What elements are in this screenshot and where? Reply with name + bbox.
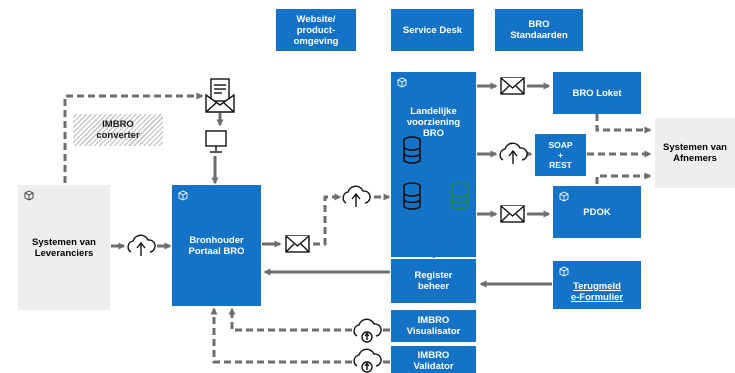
visualisator-to-bronhouder-connector [232,309,390,332]
standaarden-box: BRO Standaarden [495,9,583,51]
imbro-validator-box: IMBRO Validator [391,346,476,373]
terugmeld-box: Terugmeld e-Formulier [553,261,641,309]
cloud-upload-icon [353,348,382,373]
landelijke-box: Landelijke voorziening BRO [391,72,476,257]
afnemers-box: Systemen van Afnemers [655,118,735,188]
imbro-converter-box: IMBRO converter [73,114,163,146]
mail-icon [500,205,525,223]
imbro-visualisator-box: IMBRO Visualisator [391,310,476,342]
database-icon [403,182,421,210]
website-box: Website/ product- omgeving [276,9,356,51]
mail-to-cloud-connector [313,193,342,246]
cube-icon [559,191,569,202]
validator-to-bronhouder-connector [214,309,390,364]
cube-icon [397,77,407,88]
bronhouder-label: Bronhouder Portaal BRO [188,234,245,257]
cube-icon [559,266,569,277]
pdok-to-afnemers-connector [595,172,652,184]
loket-to-afnemers-connector [595,114,652,134]
landelijke-label: Landelijke voorziening BRO [406,106,461,139]
database-icon [403,136,421,164]
terugmeld-link[interactable]: Terugmeld e-Formulier [570,281,624,303]
cube-icon [24,190,34,201]
pdok-box: PDOK [553,186,641,238]
leveranciers-to-converter-connector [63,92,204,183]
leveranciers-label: Systemen van Leveranciers [32,236,96,259]
pdok-label: PDOK [583,206,611,218]
cube-icon [178,190,188,201]
cloud-upload-icon [342,185,371,207]
mail-icon [285,235,310,253]
document-mail-icon [205,78,235,113]
cloud-upload-icon [499,142,528,164]
cloud-upload-icon [127,234,156,256]
leveranciers-box: Systemen van Leveranciers [18,185,110,310]
register-beheer-box: Register beheer [391,259,476,303]
soap-rest-box: SOAP + REST [535,134,586,176]
bro-loket-box: BRO Loket [553,72,641,114]
cloud-upload-icon [353,318,382,343]
bronhouder-box: Bronhouder Portaal BRO [172,185,261,306]
monitor-icon [205,130,227,153]
service-desk-box: Service Desk [391,9,474,51]
mail-icon [500,77,525,95]
database-green-icon [451,182,469,210]
